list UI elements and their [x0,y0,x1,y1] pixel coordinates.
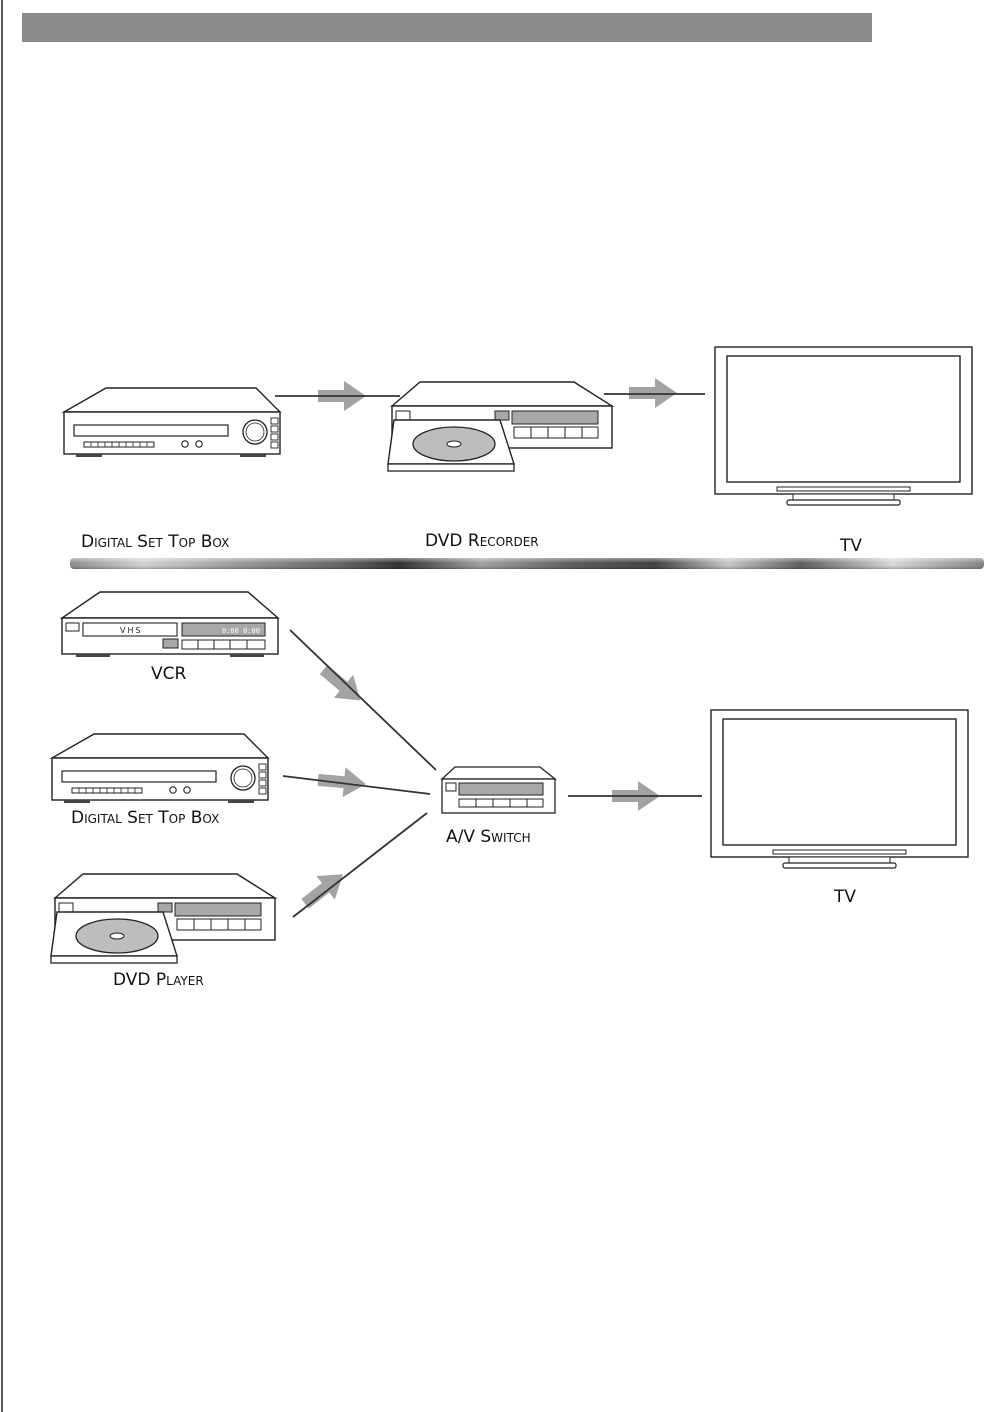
cable-vcr-to-switch [289,629,437,771]
vcr-display-readout: 0:00 0:00 [222,627,260,635]
digital-set-top-box-device [63,387,281,458]
label-dvd-player: DVD Player [113,970,204,990]
arrow-icon [629,378,677,408]
label-digital-set-top-box-bottom: Digital Set Top Box [71,808,219,828]
label-tv-bottom: TV [833,887,856,907]
arrow-icon [316,764,368,800]
dvd-player-device [50,873,276,964]
label-av-switch: A/V Switch [446,827,531,847]
vcr-device [59,591,280,657]
dvd-recorder-device [387,381,613,472]
tv-device-top [714,346,973,506]
label-tv-top: TV [839,536,862,556]
cable-dvd-player-to-switch [292,812,428,918]
label-vcr: VCR [151,664,186,684]
digital-set-top-box-device-bottom [51,733,269,804]
label-dvd-recorder: DVD Recorder [425,531,539,551]
cable-stb-to-switch [282,775,431,795]
arrow-icon [313,658,371,712]
section-divider [70,558,984,569]
vcr-tape-label: VHS [120,626,143,635]
label-digital-set-top-box-top: Digital Set Top Box [81,532,229,552]
page-left-rule [1,0,3,1412]
tv-device-bottom [710,709,969,869]
av-switch-device [440,766,557,814]
section-header-bar [22,13,872,42]
